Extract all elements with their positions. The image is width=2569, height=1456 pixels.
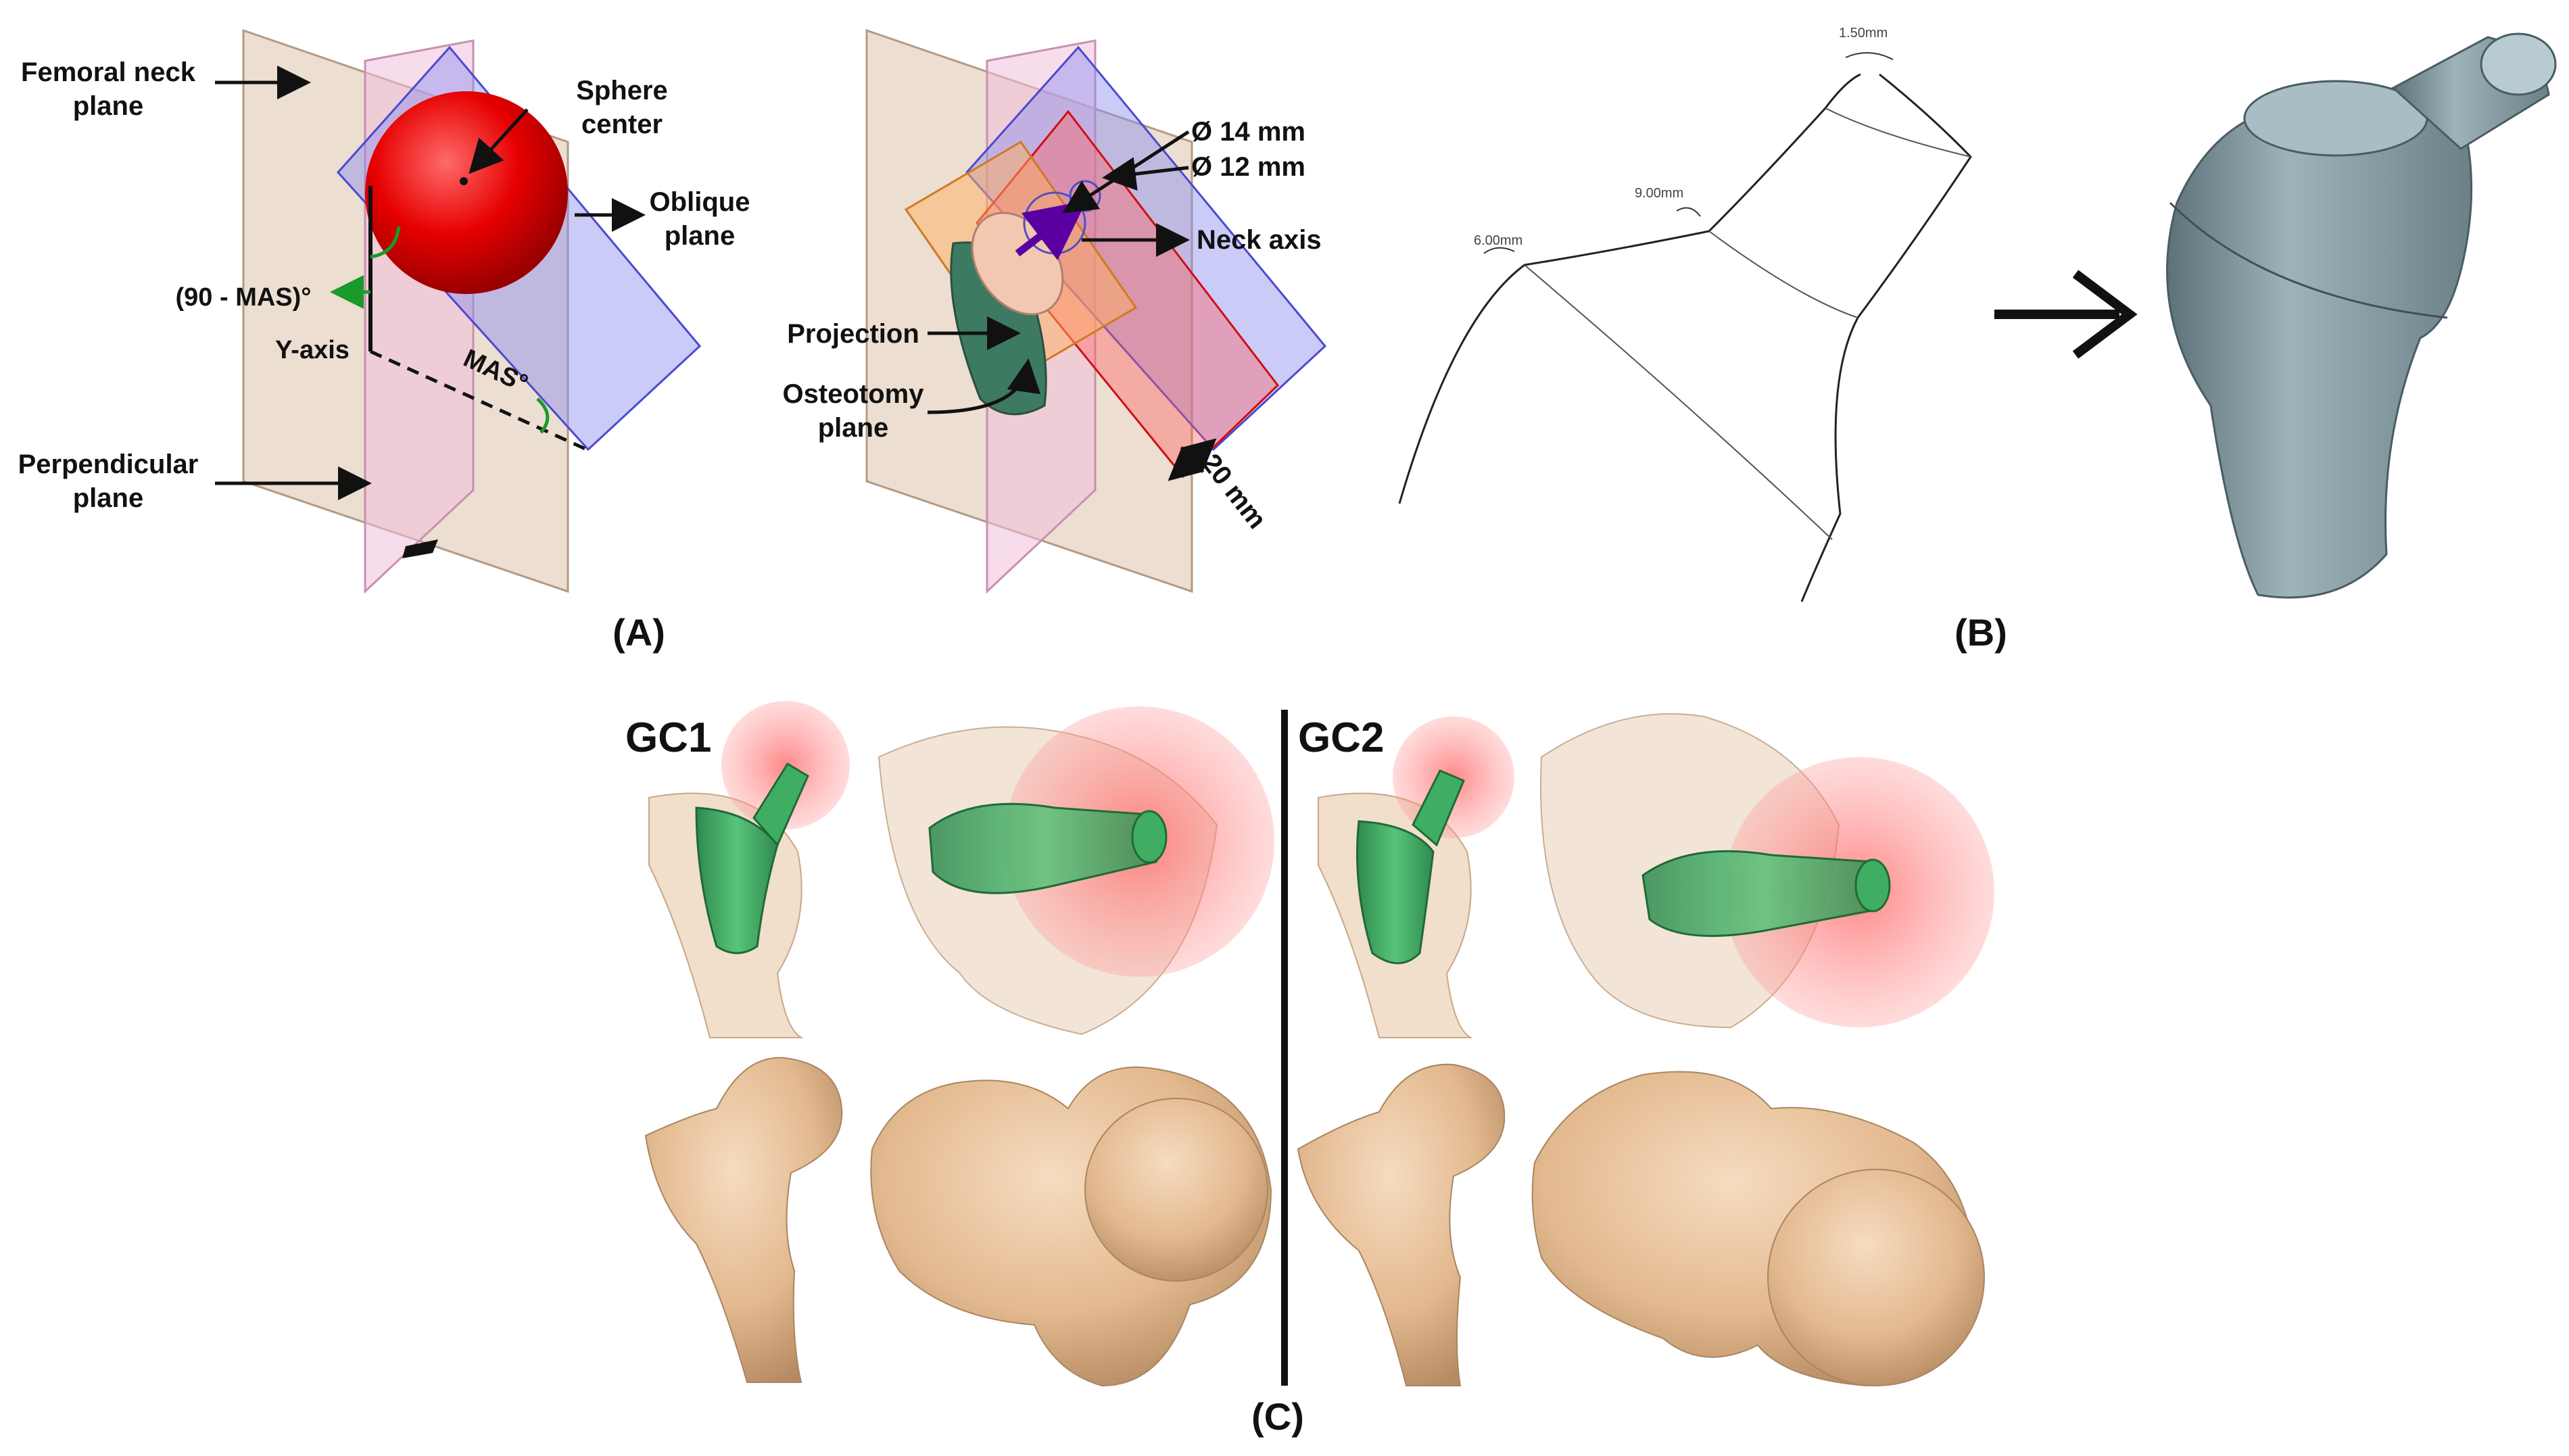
gc2-stem-neck-a: [1412, 769, 1465, 847]
gc2-stem-a: [1356, 820, 1435, 965]
label-20mm: 20 mm: [1196, 449, 1272, 535]
panel-a-right: Ø 14 mm Ø 12 mm Neck axis Projection Ost…: [783, 28, 1327, 594]
label-gc1: GC1: [625, 714, 711, 761]
label-y-axis: Y-axis: [275, 336, 350, 364]
base-mark: [402, 539, 438, 558]
panel-c: GC1 GC2: [625, 701, 1994, 1387]
panel-label-a: (A): [613, 611, 665, 654]
transform-arrowhead: [2072, 270, 2138, 359]
label-oblique-1: Oblique: [650, 187, 750, 217]
gc1-femur-a: [644, 1057, 843, 1383]
arrow-diameter-12: [1102, 157, 1189, 191]
label-gc2: GC2: [1298, 714, 1384, 761]
label-oblique-2: plane: [665, 221, 735, 251]
implant-body: [2166, 96, 2473, 599]
label-diameter-14: Ø 14 mm: [1191, 117, 1305, 147]
arrow-osteotomy: [927, 358, 1041, 414]
label-femoral-neck-2: plane: [73, 91, 143, 121]
cad-outline-right: [1800, 73, 1972, 602]
panel-label-b: (B): [1954, 611, 2007, 654]
gc2-femur-a: [1297, 1063, 1506, 1386]
label-sphere-center-1: Sphere: [576, 76, 668, 105]
dim-top: 1.50mm: [1839, 26, 1888, 41]
cad-dim-top-arc: [1845, 52, 1894, 60]
label-perpendicular-1: Perpendicular: [18, 450, 199, 479]
gc1-head: [1084, 1098, 1268, 1282]
neck-axis-arrow: [1015, 200, 1087, 261]
angle-90-mas-arc: [370, 226, 401, 259]
label-90-mas: (90 - MAS)°: [176, 283, 312, 312]
label-osteotomy-2: plane: [818, 413, 888, 443]
offset-20mm-arrow-back: [1168, 441, 1213, 481]
cad-outline-left: [1398, 73, 1861, 504]
panel-label-c: (C): [1251, 1395, 1304, 1438]
label-diameter-12: Ø 12 mm: [1191, 152, 1305, 182]
arrow-sphere-center: [469, 108, 529, 174]
label-sphere-center-2: center: [581, 110, 663, 139]
panel-a-left: Femoral neck plane Sphere center Oblique…: [18, 28, 750, 594]
gc1-stem-neck-a: [752, 762, 809, 847]
cad-line-inner-1: [1524, 264, 1833, 540]
label-neck-axis: Neck axis: [1197, 225, 1322, 255]
implant-trunnion-top: [2480, 32, 2557, 96]
label-perpendicular-2: plane: [73, 483, 143, 513]
cad-dim-mid-arc: [1676, 207, 1701, 217]
gc2-stem-b-end: [1854, 858, 1891, 913]
dim-left: 6.00mm: [1474, 233, 1522, 248]
label-osteotomy-1: Osteotomy: [783, 379, 925, 409]
gc1-stem-b-end: [1131, 810, 1168, 864]
cad-dim-left-arc: [1483, 247, 1515, 254]
sphere: [365, 91, 568, 294]
gc2-head: [1767, 1169, 1985, 1386]
label-femoral-neck-1: Femoral neck: [21, 57, 196, 87]
cad-line-inner-3: [1825, 107, 1971, 157]
oblique-plane-2: [965, 45, 1327, 452]
mas-angle-arc: [536, 397, 550, 434]
sphere-center-dot: [460, 177, 468, 185]
label-projection: Projection: [787, 319, 919, 349]
cad-line-inner-2: [1708, 230, 1858, 318]
panel-b: 1.50mm 9.00mm 6.00mm: [1398, 26, 2557, 602]
gc1-stem-a: [695, 806, 779, 954]
dim-mid: 9.00mm: [1635, 186, 1683, 201]
implant-collar-line: [2169, 201, 2448, 319]
